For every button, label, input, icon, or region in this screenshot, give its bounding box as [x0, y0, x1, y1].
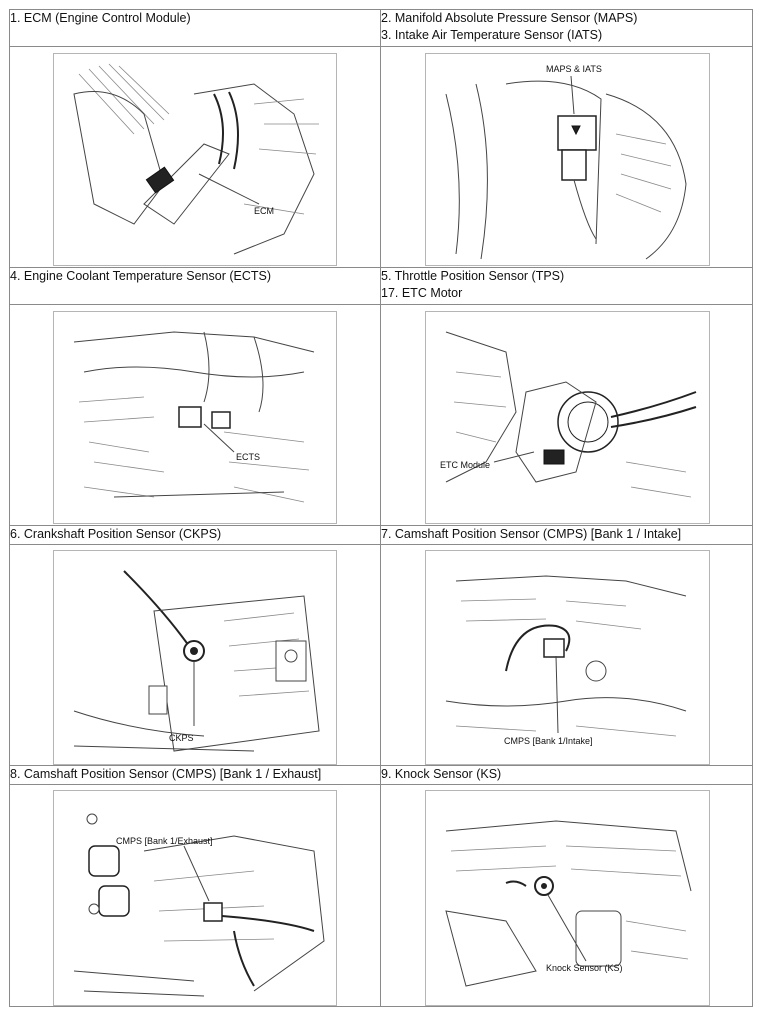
- figure-ckps: CKPS: [53, 550, 337, 765]
- figure-tps: ETC Module: [425, 311, 710, 524]
- engine-lines: [73, 331, 315, 503]
- label-ks: 9. Knock Sensor (KS): [380, 765, 753, 785]
- label-ects: 4. Engine Coolant Temperature Sensor (EC…: [9, 267, 381, 305]
- callout-ckps: CKPS: [169, 733, 194, 743]
- figure-cell-tps: ETC Module: [380, 304, 753, 526]
- engine-lines: [445, 75, 687, 260]
- figure-cell-ects: ECTS: [9, 304, 381, 526]
- label-line: 8. Camshaft Position Sensor (CMPS) [Bank…: [10, 767, 322, 781]
- callout-etc-module: ETC Module: [440, 460, 490, 470]
- maps-illustration: MAPS & IATS: [445, 64, 687, 260]
- figure-ecm: ECM: [53, 53, 337, 266]
- figure-ects: ECTS: [53, 311, 337, 524]
- label-line: 6. Crankshaft Position Sensor (CKPS): [10, 527, 222, 541]
- ects-illustration: ECTS: [73, 331, 315, 503]
- figure-cell-maps: MAPS & IATS: [380, 46, 753, 268]
- label-line: 17. ETC Motor: [381, 286, 463, 300]
- engine-lines: [73, 63, 319, 255]
- ecm-illustration: ECM: [73, 63, 319, 255]
- callout-maps-iats: MAPS & IATS: [546, 64, 602, 74]
- figure-cell-ecm: ECM: [9, 46, 381, 268]
- engine-lines: [445, 331, 697, 498]
- label-line: 4. Engine Coolant Temperature Sensor (EC…: [10, 269, 272, 283]
- callout-cmps-exhaust: CMPS [Bank 1/Exhaust]: [116, 836, 213, 846]
- engine-lines: [445, 820, 692, 987]
- callout-ecm: ECM: [254, 206, 274, 216]
- figure-ks: Knock Sensor (KS): [425, 790, 710, 1006]
- label-line: 1. ECM (Engine Control Module): [10, 11, 191, 25]
- ks-illustration: Knock Sensor (KS): [445, 820, 692, 987]
- figure-cell-ckps: CKPS: [9, 544, 381, 766]
- label-tps-etc: 5. Throttle Position Sensor (TPS) 17. ET…: [380, 267, 753, 305]
- label-line: 3. Intake Air Temperature Sensor (IATS): [381, 28, 603, 42]
- engine-lines: [73, 813, 325, 997]
- label-line: 7. Camshaft Position Sensor (CMPS) [Bank…: [381, 527, 682, 541]
- label-line: 5. Throttle Position Sensor (TPS): [381, 269, 565, 283]
- label-line: 9. Knock Sensor (KS): [381, 767, 502, 781]
- tps-illustration: ETC Module: [440, 331, 697, 498]
- figure-cmps-exhaust: CMPS [Bank 1/Exhaust]: [53, 790, 337, 1006]
- cmps-intake-illustration: CMPS [Bank 1/Intake]: [445, 575, 687, 746]
- figure-maps: MAPS & IATS: [425, 53, 710, 266]
- label-cmps-exhaust: 8. Camshaft Position Sensor (CMPS) [Bank…: [9, 765, 381, 785]
- ckps-illustration: CKPS: [73, 570, 320, 752]
- callout-knock-sensor: Knock Sensor (KS): [546, 963, 623, 973]
- engine-lines: [73, 570, 320, 752]
- engine-lines: [445, 575, 687, 737]
- figure-cell-ks: Knock Sensor (KS): [380, 784, 753, 1007]
- figure-cell-cmps-exhaust: CMPS [Bank 1/Exhaust]: [9, 784, 381, 1007]
- label-cmps-intake: 7. Camshaft Position Sensor (CMPS) [Bank…: [380, 525, 753, 545]
- label-maps-iats: 2. Manifold Absolute Pressure Sensor (MA…: [380, 9, 753, 47]
- callout-cmps-intake: CMPS [Bank 1/Intake]: [504, 736, 593, 746]
- label-ckps: 6. Crankshaft Position Sensor (CKPS): [9, 525, 381, 545]
- figure-cell-cmps-intake: CMPS [Bank 1/Intake]: [380, 544, 753, 766]
- label-ecm: 1. ECM (Engine Control Module): [9, 9, 381, 47]
- label-line: 2. Manifold Absolute Pressure Sensor (MA…: [381, 11, 638, 25]
- sensor-location-table: 1. ECM (Engine Control Module) 2. Manifo…: [9, 9, 753, 1007]
- cmps-exhaust-illustration: CMPS [Bank 1/Exhaust]: [73, 813, 325, 997]
- figure-cmps-intake: CMPS [Bank 1/Intake]: [425, 550, 710, 765]
- callout-ects: ECTS: [236, 452, 260, 462]
